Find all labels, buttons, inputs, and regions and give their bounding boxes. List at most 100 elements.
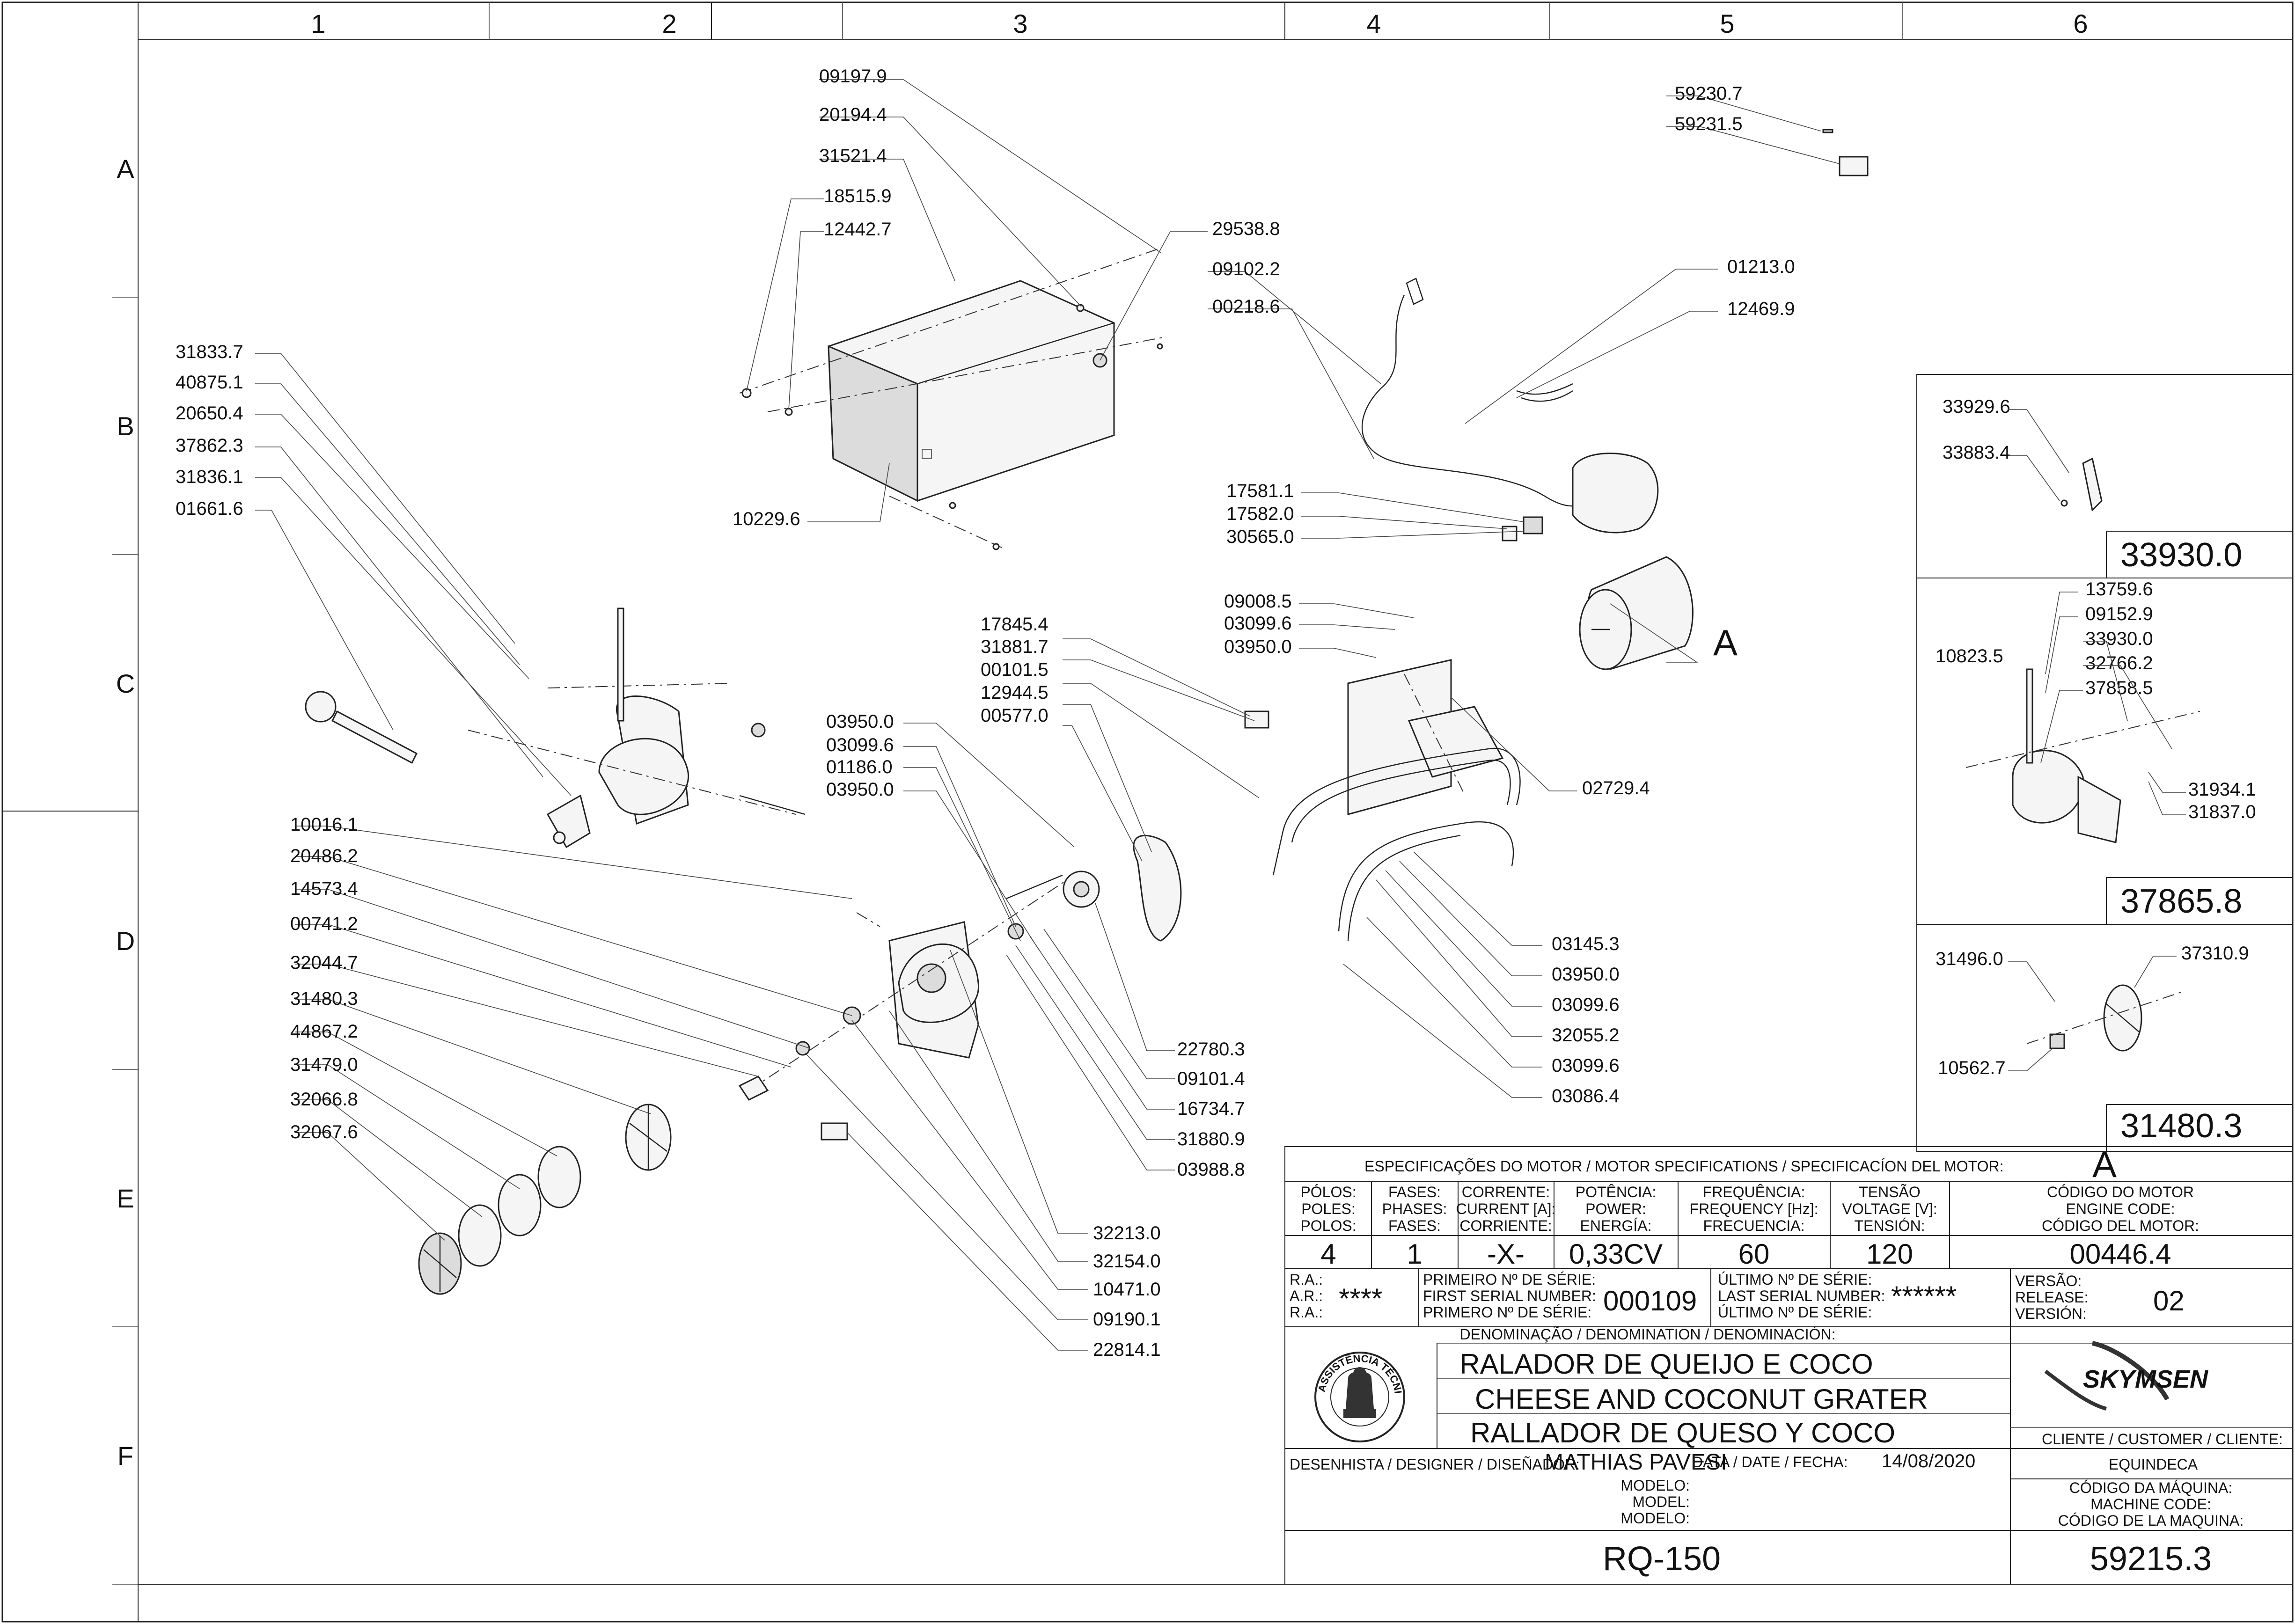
phases-label-es: FASES: — [1388, 1217, 1441, 1234]
label-plate — [1839, 156, 1869, 176]
frequency-label-pt: FREQUÊNCIA: — [1703, 1184, 1805, 1200]
grid-column-labels: 1 2 3 4 5 6 — [311, 9, 2088, 38]
callout-32044-7: 32044.7 — [290, 952, 358, 973]
frequency-label-en: FREQUENCY [Hz]: — [1690, 1200, 1818, 1217]
grater-housing — [305, 607, 806, 849]
callout-03950-0-b: 03950.0 — [826, 711, 894, 732]
callout-leaders — [255, 79, 1840, 1351]
poles-label-en: POLES: — [1301, 1200, 1356, 1217]
callout-00577-0: 00577.0 — [981, 705, 1049, 726]
denomination-label: DENOMINAÇÃO / DENOMINATION / DENOMINACIÓ… — [1460, 1326, 1836, 1343]
callout-10229-6: 10229.6 — [733, 509, 800, 529]
ra-value: **** — [1339, 1283, 1382, 1314]
detail2-part-31837-0: 31837.0 — [2188, 802, 2256, 822]
pin-part — [1822, 129, 1833, 133]
phases-label-en: PHASES: — [1382, 1200, 1447, 1217]
model-label-en: MODEL: — [1632, 1493, 1690, 1510]
poles-label-pt: PÓLOS: — [1300, 1184, 1356, 1200]
capacitor-switch-box — [1572, 453, 1659, 534]
callout-00218-6: 00218.6 — [1212, 296, 1280, 317]
callout-00741-2: 00741.2 — [290, 914, 358, 934]
customer-value: EQUINDECA — [2109, 1456, 2198, 1473]
motor-cover-housing — [828, 280, 1115, 502]
callout-03950-0-c: 03950.0 — [826, 779, 894, 800]
frequency-value: 60 — [1738, 1238, 1770, 1270]
callout-09101-4: 09101.4 — [1177, 1068, 1245, 1089]
callout-03950-0-a: 03950.0 — [1224, 636, 1292, 657]
callout-31480-3: 31480.3 — [290, 988, 358, 1009]
grid-row-labels: A B C D E F — [116, 154, 135, 1470]
machine-code-label-en: MACHINE CODE: — [2090, 1496, 2211, 1513]
product-name-pt: RALADOR DE QUEIJO E COCO — [1459, 1348, 1873, 1380]
motor-spec-labels: PÓLOS: POLES: POLOS: FASES: PHASES: FASE… — [1300, 1184, 2199, 1234]
designer-value: MATHIAS PAVESI — [1545, 1450, 1727, 1475]
motor-a — [1579, 556, 1694, 670]
grid-row-c: C — [116, 669, 135, 698]
callout-17581-1: 17581.1 — [1226, 481, 1294, 501]
callout-03099-6-b: 03099.6 — [826, 735, 894, 755]
callout-29538-8: 29538.8 — [1212, 219, 1280, 239]
current-value: -X- — [1487, 1238, 1525, 1270]
grid-row-d: D — [116, 926, 135, 956]
callout-03099-6-d: 03099.6 — [1552, 1055, 1620, 1076]
voltage-label-en: VOLTAGE [V]: — [1842, 1200, 1937, 1217]
callout-31880-9: 31880.9 — [1177, 1129, 1245, 1149]
callout-20650-4: 20650.4 — [176, 403, 243, 424]
drive-belt — [1133, 834, 1182, 942]
detail3-part-37310-9: 37310.9 — [2181, 943, 2249, 964]
callout-32213-0: 32213.0 — [1093, 1223, 1161, 1244]
machine-code-label-es: CÓDIGO DE LA MAQUINA: — [2058, 1512, 2244, 1529]
part-number-callouts: 09197.9 20194.4 31521.4 18515.9 12442.7 … — [176, 66, 1795, 1360]
callout-12442-7: 12442.7 — [824, 219, 892, 240]
customer-label: CLIENTE / CUSTOMER / CLIENTE: — [2042, 1431, 2283, 1448]
motor-spec-ref: A — [2092, 1144, 2117, 1185]
current-label-en: CURRENT [A]: — [1456, 1200, 1556, 1217]
grid-row-e: E — [117, 1184, 134, 1213]
callout-12469-9: 12469.9 — [1727, 299, 1795, 319]
callout-18515-9: 18515.9 — [824, 186, 892, 206]
first-serial-value: 000109 — [1603, 1285, 1697, 1317]
detail2-part-13759-6: 13759.6 — [2085, 579, 2153, 600]
callout-14573-4: 14573.4 — [290, 878, 358, 899]
callout-12944-5: 12944.5 — [981, 682, 1049, 703]
callout-31521-4: 31521.4 — [819, 146, 887, 166]
poles-value: 4 — [1320, 1238, 1336, 1270]
ra-label-pt: R.A.: — [1290, 1271, 1323, 1288]
ra-label-es: R.A.: — [1290, 1304, 1323, 1321]
skymsen-wordmark: SKYMSEN — [2083, 1365, 2208, 1393]
assistance-badge-logo: ASSISTÊNCIA TÉCNICA AUTORIZADA — [0, 0, 1405, 1442]
detail1-part-33929-6: 33929.6 — [1943, 396, 2010, 417]
release-label-es: VERSIÓN: — [2015, 1305, 2087, 1322]
grid-col-4: 4 — [1366, 9, 1381, 38]
machine-code-value: 59215.3 — [2090, 1540, 2212, 1578]
callout-09102-2: 09102.2 — [1212, 259, 1280, 279]
callout-17845-4: 17845.4 — [981, 614, 1049, 635]
callout-09197-9: 09197.9 — [819, 66, 887, 87]
power-label-en: POWER: — [1585, 1200, 1646, 1217]
callout-37862-3: 37862.3 — [176, 435, 243, 456]
detail3-title: 31480.3 — [2120, 1107, 2242, 1145]
callout-03145-3: 03145.3 — [1552, 934, 1620, 954]
machine-code-label-pt: CÓDIGO DA MÁQUINA: — [2069, 1479, 2232, 1496]
callout-59230-7: 59230.7 — [1675, 83, 1743, 104]
callout-22814-1: 22814.1 — [1093, 1339, 1161, 1360]
callout-32154-0: 32154.0 — [1093, 1251, 1161, 1272]
detail2-part-31934-1: 31934.1 — [2188, 779, 2256, 800]
callout-44867-2: 44867.2 — [290, 1021, 358, 1042]
grid-row-b: B — [117, 411, 134, 441]
parts-illustration — [305, 129, 1869, 1295]
power-cord — [1361, 294, 1611, 507]
last-serial-label-es: ÚLTIMO Nº DE SÉRIE: — [1718, 1304, 1872, 1321]
motor-spec-values: 4 1 -X- 0,33CV 60 120 00446.4 — [1320, 1238, 2171, 1270]
callout-01661-6: 01661.6 — [176, 498, 243, 519]
callout-03099-6-c: 03099.6 — [1552, 995, 1620, 1015]
product-name-en: CHEESE AND COCONUT GRATER — [1475, 1383, 1928, 1415]
model-value: RQ-150 — [1603, 1540, 1721, 1578]
callout-00101-5: 00101.5 — [981, 659, 1049, 680]
model-label-pt: MODELO: — [1620, 1477, 1690, 1494]
callout-31881-7: 31881.7 — [981, 636, 1049, 657]
grid-col-2: 2 — [662, 9, 676, 38]
motor-reference-letter: A — [1713, 622, 1738, 663]
last-serial-label-pt: ÚLTIMO Nº DE SÉRIE: — [1718, 1271, 1872, 1288]
